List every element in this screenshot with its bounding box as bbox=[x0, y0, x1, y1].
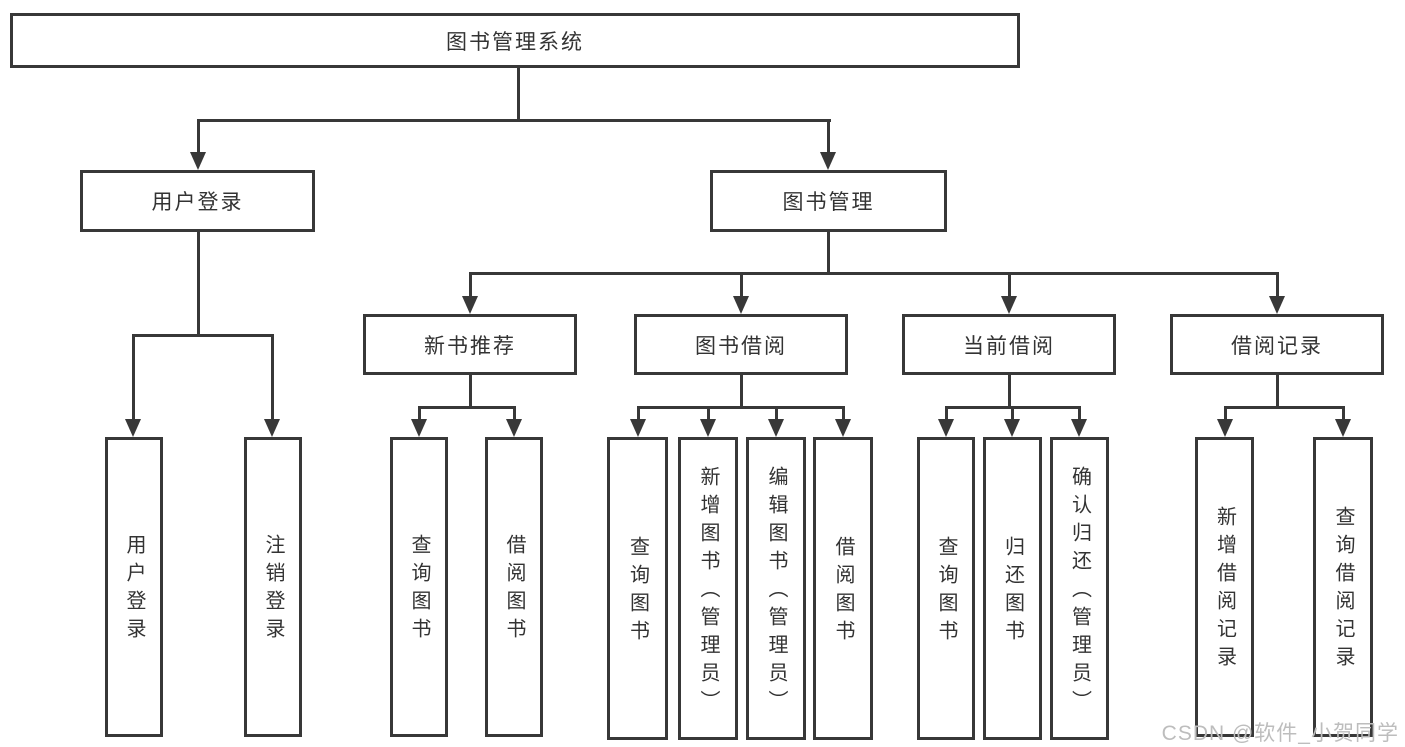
arrow-down-icon bbox=[1001, 296, 1017, 314]
node-label: 编辑图书（管理员） bbox=[765, 465, 787, 718]
node-borrowing-records: 借阅记录 bbox=[1170, 314, 1384, 375]
arrow-down-icon bbox=[700, 419, 716, 437]
arrow-down-icon bbox=[125, 419, 141, 437]
node-label: 用户登录 bbox=[151, 191, 244, 214]
connector-line bbox=[827, 232, 830, 275]
connector-line bbox=[1078, 406, 1081, 422]
node-library-management-system: 图书管理系统 bbox=[10, 13, 1020, 68]
arrow-down-icon bbox=[733, 296, 749, 314]
connector-line bbox=[1008, 272, 1011, 300]
connector-line bbox=[1008, 375, 1011, 409]
node-label: 借阅图书 bbox=[832, 535, 854, 648]
arrow-down-icon bbox=[264, 419, 280, 437]
arrow-down-icon bbox=[835, 419, 851, 437]
leaf-logout: 注销登录 bbox=[244, 437, 302, 737]
node-label: 新增图书（管理员） bbox=[697, 465, 719, 718]
arrow-down-icon bbox=[1217, 419, 1233, 437]
connector-line bbox=[418, 406, 515, 409]
node-label: 确认归还（管理员） bbox=[1068, 465, 1091, 718]
connector-line bbox=[1224, 406, 1227, 422]
leaf-query-books-current: 查询图书 bbox=[917, 437, 975, 740]
connector-line bbox=[469, 375, 472, 409]
arrow-down-icon bbox=[768, 419, 784, 437]
arrow-down-icon bbox=[190, 152, 206, 170]
arrow-down-icon bbox=[630, 419, 646, 437]
node-label: 查询图书 bbox=[626, 535, 649, 648]
node-label: 用户登录 bbox=[123, 534, 145, 646]
node-book-management: 图书管理 bbox=[710, 170, 947, 232]
csdn-watermark: CSDN @软件_小贺同学 bbox=[1161, 722, 1399, 745]
leaf-user-login: 用户登录 bbox=[105, 437, 163, 737]
node-current-borrowing: 当前借阅 bbox=[902, 314, 1116, 375]
arrow-down-icon bbox=[506, 419, 522, 437]
node-label: 查询图书 bbox=[408, 534, 430, 646]
connector-line bbox=[740, 272, 743, 300]
arrow-down-icon bbox=[1269, 296, 1285, 314]
connector-line bbox=[842, 406, 845, 422]
node-new-book-recommendation: 新书推荐 bbox=[363, 314, 577, 375]
node-label: 图书管理系统 bbox=[446, 30, 584, 54]
node-label: 借阅图书 bbox=[503, 534, 525, 646]
leaf-query-books-recommendation: 查询图书 bbox=[390, 437, 448, 737]
connector-line bbox=[517, 68, 520, 122]
connector-line bbox=[827, 119, 830, 155]
node-label: 图书管理 bbox=[782, 191, 875, 214]
leaf-add-books-admin: 新增图书（管理员） bbox=[678, 437, 738, 740]
arrow-down-icon bbox=[462, 296, 478, 314]
connector-line bbox=[197, 232, 200, 337]
leaf-confirm-return-admin: 确认归还（管理员） bbox=[1050, 437, 1109, 740]
node-label: 图书借阅 bbox=[695, 334, 787, 358]
arrow-down-icon bbox=[820, 152, 836, 170]
arrow-down-icon bbox=[1335, 419, 1351, 437]
leaf-return-books: 归还图书 bbox=[983, 437, 1042, 740]
leaf-query-borrow-record: 查询借阅记录 bbox=[1313, 437, 1373, 737]
connector-line bbox=[1276, 375, 1279, 409]
connector-line bbox=[469, 272, 1279, 275]
connector-line bbox=[637, 406, 640, 422]
connector-line bbox=[637, 406, 845, 409]
connector-line bbox=[197, 119, 200, 155]
leaf-edit-books-admin: 编辑图书（管理员） bbox=[746, 437, 806, 740]
node-label: 当前借阅 bbox=[963, 334, 1055, 358]
connector-line bbox=[197, 119, 831, 122]
connector-line bbox=[132, 334, 274, 337]
node-label: 注销登录 bbox=[262, 534, 284, 646]
node-user-login: 用户登录 bbox=[80, 170, 315, 232]
node-label: 归还图书 bbox=[1001, 535, 1024, 648]
arrow-down-icon bbox=[1071, 419, 1087, 437]
node-label: 查询图书 bbox=[935, 535, 957, 648]
connector-line bbox=[271, 334, 274, 422]
leaf-borrow-books-borrowing: 借阅图书 bbox=[813, 437, 873, 740]
connector-line bbox=[1342, 406, 1345, 422]
connector-line bbox=[740, 375, 743, 409]
node-label: 查询借阅记录 bbox=[1332, 506, 1354, 674]
connector-line bbox=[1224, 406, 1345, 409]
arrow-down-icon bbox=[411, 419, 427, 437]
leaf-query-books-borrowing: 查询图书 bbox=[607, 437, 668, 740]
node-label: 新书推荐 bbox=[424, 334, 516, 358]
connector-line bbox=[707, 406, 710, 422]
node-label: 借阅记录 bbox=[1231, 334, 1323, 358]
arrow-down-icon bbox=[1004, 419, 1020, 437]
connector-line bbox=[132, 334, 135, 422]
leaf-add-borrow-record: 新增借阅记录 bbox=[1195, 437, 1254, 737]
connector-line bbox=[418, 406, 421, 422]
node-label: 新增借阅记录 bbox=[1213, 506, 1236, 674]
connector-line bbox=[513, 406, 516, 422]
connector-line bbox=[469, 272, 472, 300]
connector-line bbox=[945, 406, 948, 422]
connector-line bbox=[775, 406, 778, 422]
arrow-down-icon bbox=[938, 419, 954, 437]
connector-line bbox=[1276, 272, 1279, 300]
leaf-borrow-books-recommendation: 借阅图书 bbox=[485, 437, 543, 737]
connector-line bbox=[1011, 406, 1014, 422]
node-book-borrowing: 图书借阅 bbox=[634, 314, 848, 375]
